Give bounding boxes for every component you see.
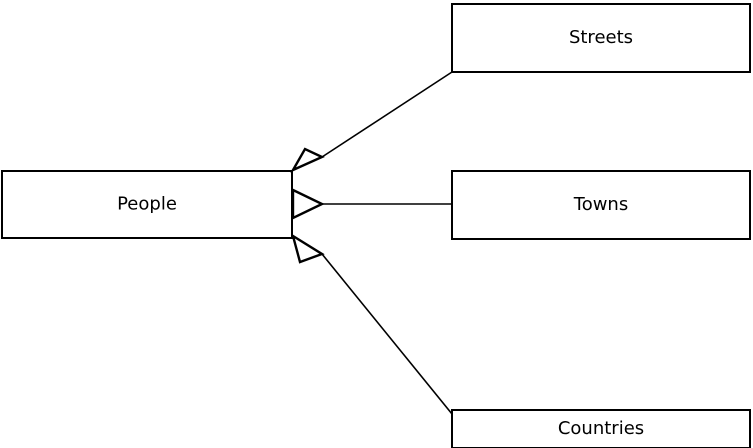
entity-streets[interactable]: Streets	[451, 3, 751, 73]
arrowhead-layer	[290, 147, 325, 264]
entity-people-label: People	[117, 194, 177, 215]
connector-people-to-streets[interactable]	[321, 71, 453, 158]
entity-countries-label: Countries	[558, 418, 644, 439]
arrowhead-streets-icon	[290, 147, 325, 173]
arrowhead-towns-icon	[291, 188, 325, 220]
entity-towns-box[interactable]	[451, 170, 751, 240]
entity-towns-label: Towns	[573, 194, 628, 215]
connector-people-to-countries[interactable]	[321, 253, 453, 415]
entity-streets-box[interactable]	[451, 3, 751, 73]
entity-countries[interactable]: Countries	[451, 409, 751, 448]
entity-streets-label: Streets	[569, 27, 633, 48]
entity-countries-box[interactable]	[451, 409, 751, 448]
entity-people[interactable]: People	[1, 170, 293, 239]
entity-towns[interactable]: Towns	[451, 170, 751, 240]
arrowhead-countries-icon	[291, 233, 325, 264]
connector-layer	[321, 71, 453, 415]
